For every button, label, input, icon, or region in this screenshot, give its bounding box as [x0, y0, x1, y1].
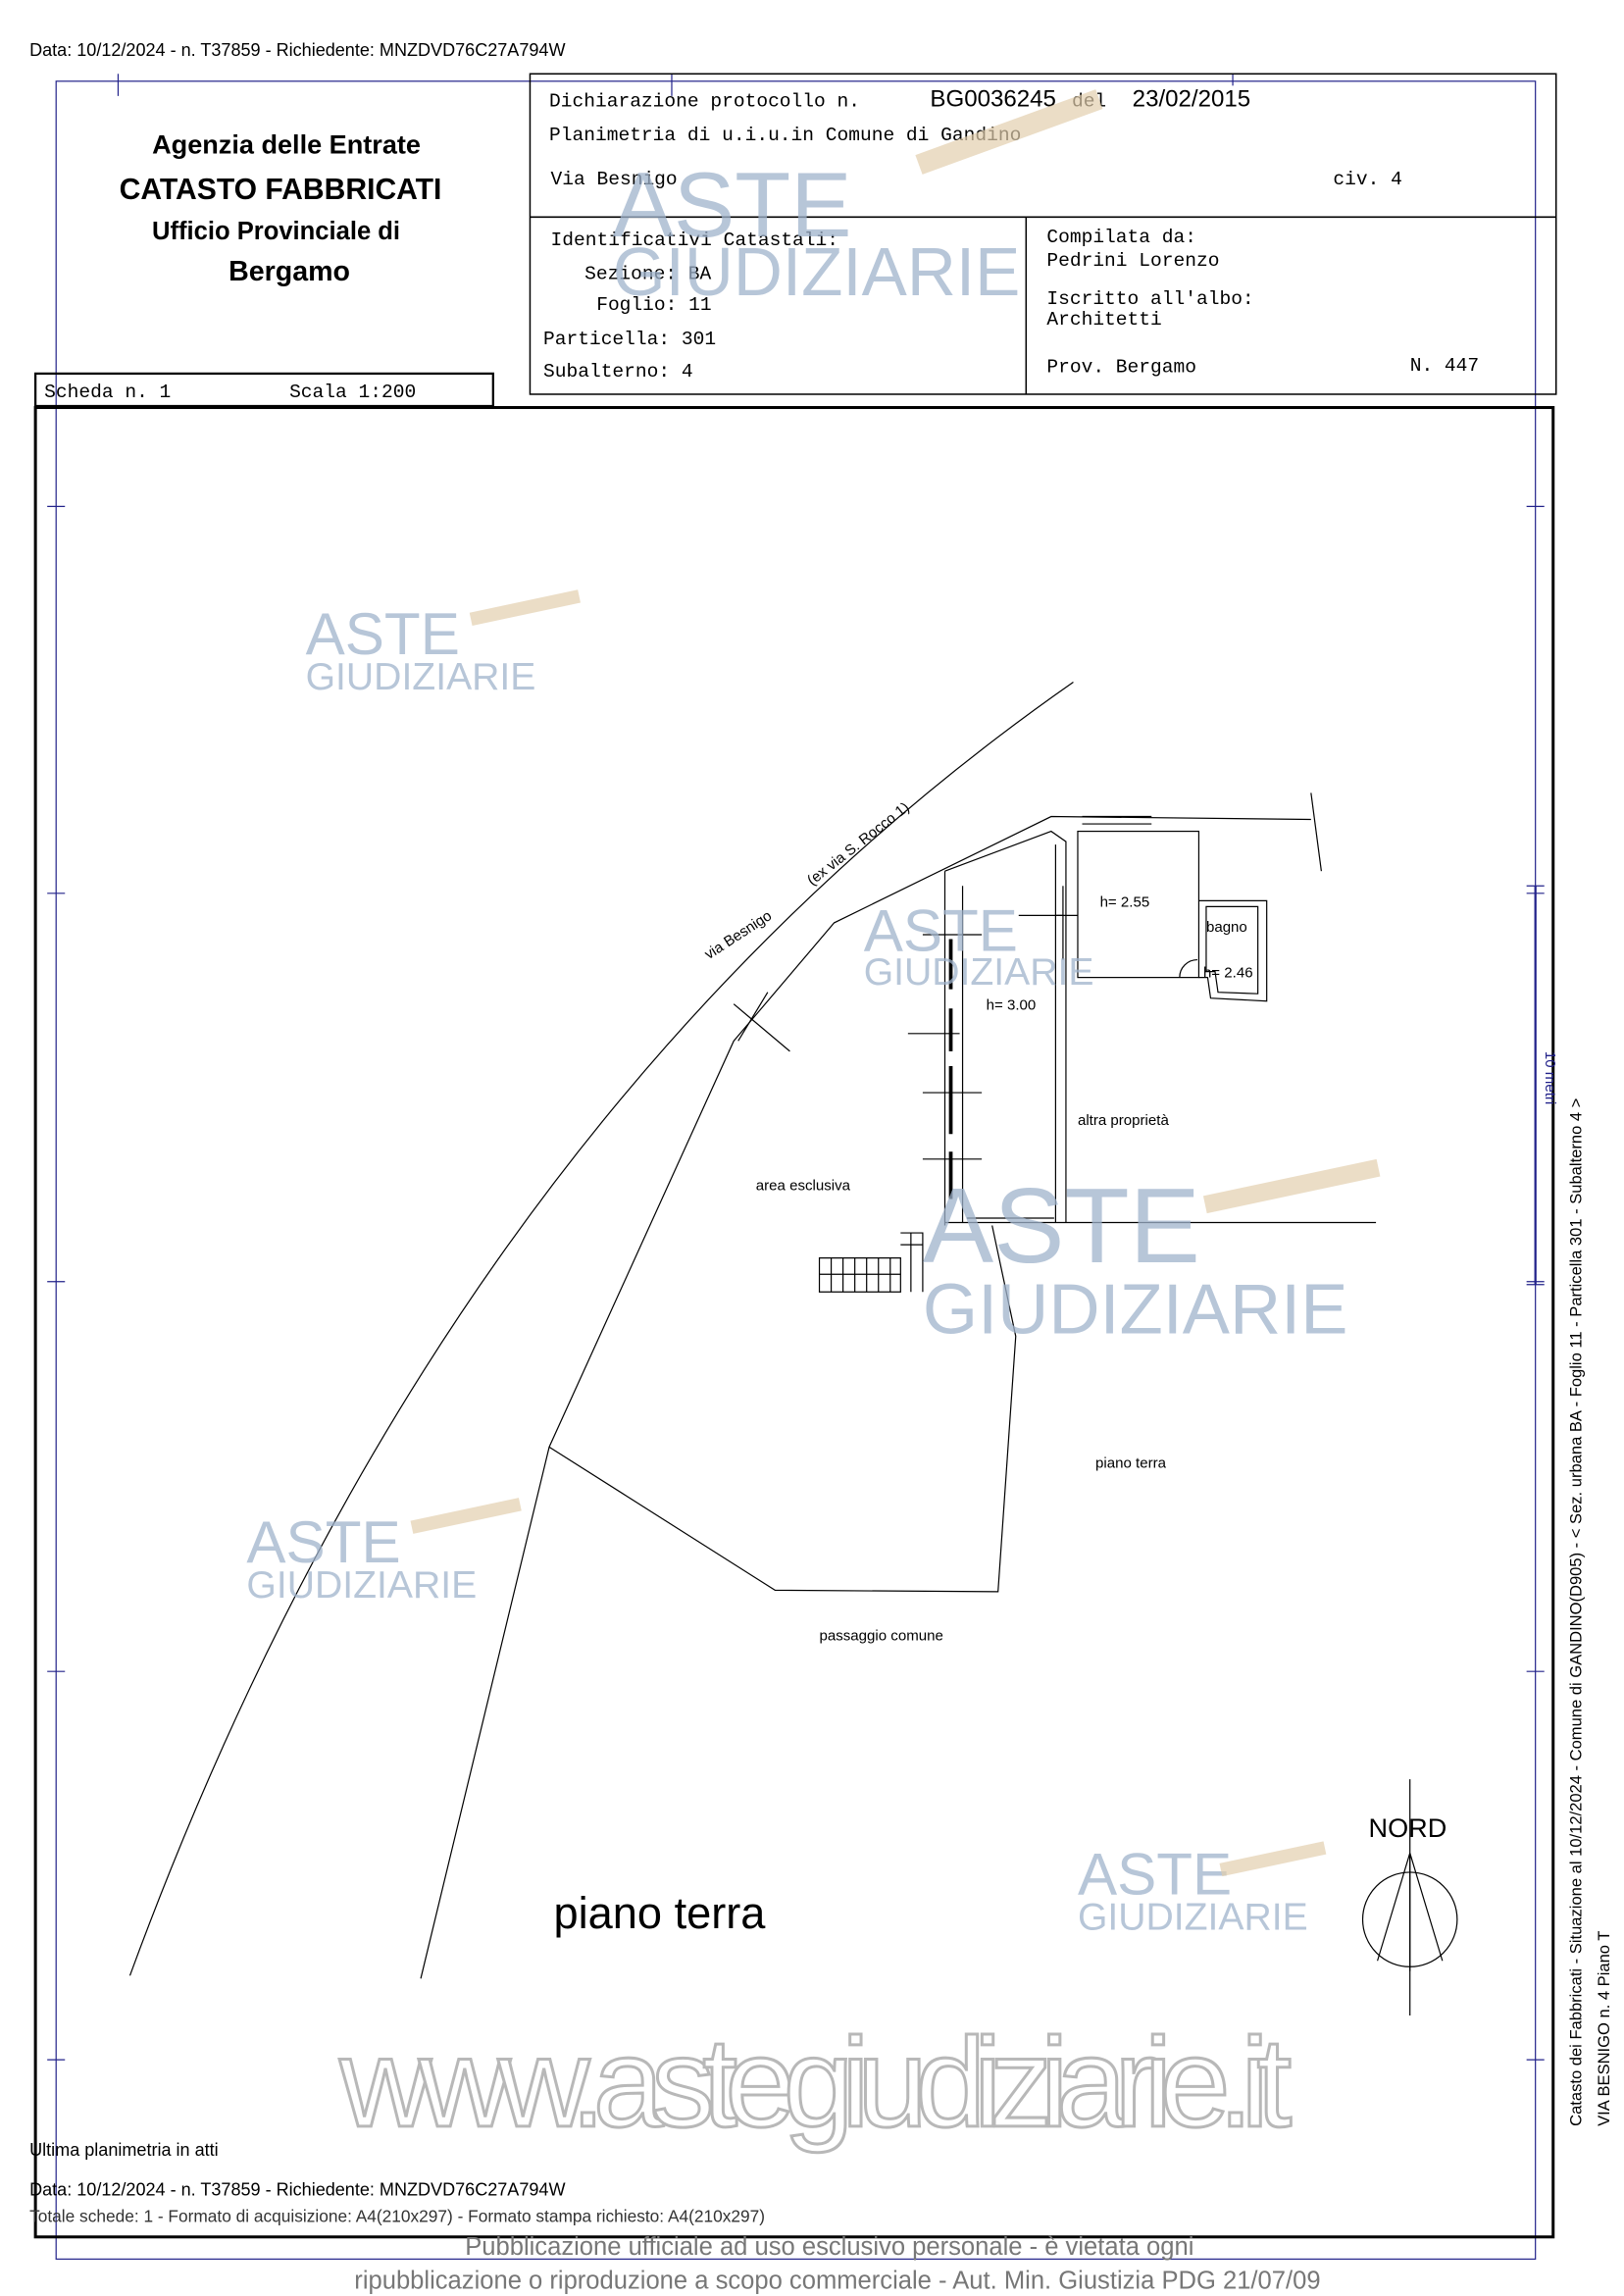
- blue-frame: [47, 74, 1545, 2260]
- north-label: NORD: [1369, 1812, 1447, 1843]
- exclusive-area-label: area esclusiva: [756, 1177, 851, 1194]
- scale-bar-label: 10 metri: [1542, 1051, 1558, 1104]
- office-city: Bergamo: [228, 256, 350, 287]
- watermark-giudiziarie: GIUDIZIARIE: [306, 656, 536, 698]
- watermark-aste: ASTE: [1078, 1841, 1232, 1908]
- floor-title: piano terra: [554, 1888, 767, 1938]
- publication-notice-1: Pubblicazione ufficiale ad uso esclusivo…: [465, 2233, 1193, 2261]
- province: Prov. Bergamo: [1046, 356, 1196, 378]
- drawing-frame: [33, 406, 1555, 2239]
- watermark-aste: ASTE: [613, 154, 852, 256]
- header-box: [529, 73, 1557, 395]
- request-line: Data: 10/12/2024 - n. T37859 - Richieden…: [29, 40, 565, 60]
- declaration-label: Dichiarazione protocollo n.: [549, 90, 860, 112]
- watermark-giudiziarie: GIUDIZIARIE: [613, 233, 1021, 310]
- compiled-by-label: Compilata da:: [1046, 227, 1196, 248]
- catasto-title: CATASTO FABBRICATI: [120, 174, 442, 206]
- register-label: Iscritto all'albo:: [1046, 288, 1253, 310]
- watermark-aste: ASTE: [246, 1508, 400, 1575]
- watermark-aste: ASTE: [923, 1166, 1200, 1285]
- street-former-name: (ex via S. Rocco 1): [804, 799, 913, 890]
- compiled-by: Pedrini Lorenzo: [1046, 250, 1219, 272]
- main-room-height: h= 3.00: [987, 997, 1037, 1014]
- register-number: N. 447: [1410, 355, 1479, 377]
- foglio: Foglio: 11: [596, 294, 711, 316]
- street-outer-edge: [128, 682, 1074, 1976]
- side-address: VIA BESNIGO n. 4 Piano T: [1595, 1931, 1613, 2126]
- watermark-aste: ASTE: [306, 600, 460, 667]
- agency-name: Agenzia delle Entrate: [152, 129, 421, 160]
- office-label: Ufficio Provinciale di: [152, 218, 400, 245]
- other-property-label: altra proprietà: [1078, 1112, 1169, 1129]
- sezione: Sezione: BA: [584, 264, 711, 285]
- identifiers-title: Identificativi Catastali:: [551, 230, 839, 251]
- sheet-scale: Scala 1:200: [289, 382, 416, 403]
- particella: Particella: 301: [543, 329, 716, 350]
- street-label: Via Besnigo: [551, 169, 678, 190]
- watermark-aste: ASTE: [864, 897, 1018, 964]
- floor-plan: [128, 682, 1545, 1979]
- common-passage-label: passaggio comune: [820, 1628, 943, 1645]
- watermark-giudiziarie: GIUDIZIARIE: [923, 1270, 1348, 1349]
- declaration-date: 23/02/2015: [1133, 85, 1251, 112]
- agency-block: Agenzia delle Entrate CATASTO FABBRICATI…: [120, 129, 442, 287]
- bathroom-label: bagno: [1206, 919, 1247, 936]
- aste-watermark: ASTE GIUDIZIARIE ASTE GIUDIZIARIE ASTE G…: [246, 89, 1381, 1939]
- civic-number: civ. 4: [1333, 169, 1401, 190]
- sheet-number: Scheda n. 1: [44, 382, 171, 403]
- subalterno: Subalterno: 4: [543, 361, 693, 383]
- side-info: Catasto dei Fabbricati - Situazione al 1…: [1566, 1098, 1585, 2126]
- footer-request-line: Data: 10/12/2024 - n. T37859 - Richieden…: [29, 2180, 565, 2200]
- protocol-number: BG0036245: [930, 85, 1056, 112]
- bathroom-height: h= 2.46: [1203, 965, 1253, 982]
- url-watermark: www.astegiudiziarie.it: [338, 2013, 1292, 2154]
- watermark-giudiziarie: GIUDIZIARIE: [246, 1564, 477, 1607]
- footer: Ultima planimetria in atti Data: 10/12/2…: [29, 2140, 1320, 2294]
- room-height: h= 2.55: [1100, 893, 1150, 910]
- street-name: via Besnigo: [702, 907, 776, 963]
- register: Architetti: [1046, 309, 1161, 331]
- north-arrow-icon: [1361, 1779, 1458, 2015]
- last-plan-note: Ultima planimetria in atti: [29, 2140, 219, 2160]
- publication-notice-2: ripubblicazione o riproduzione a scopo c…: [354, 2267, 1320, 2294]
- planimetry-label: Planimetria di u.i.u.in Comune di Gandin…: [549, 125, 1021, 146]
- watermark-giudiziarie: GIUDIZIARIE: [1078, 1897, 1308, 1939]
- watermark-giudiziarie: GIUDIZIARIE: [864, 951, 1094, 994]
- totals-line: Totale schede: 1 - Formato di acquisizio…: [29, 2207, 765, 2226]
- ground-floor-label: piano terra: [1095, 1454, 1167, 1471]
